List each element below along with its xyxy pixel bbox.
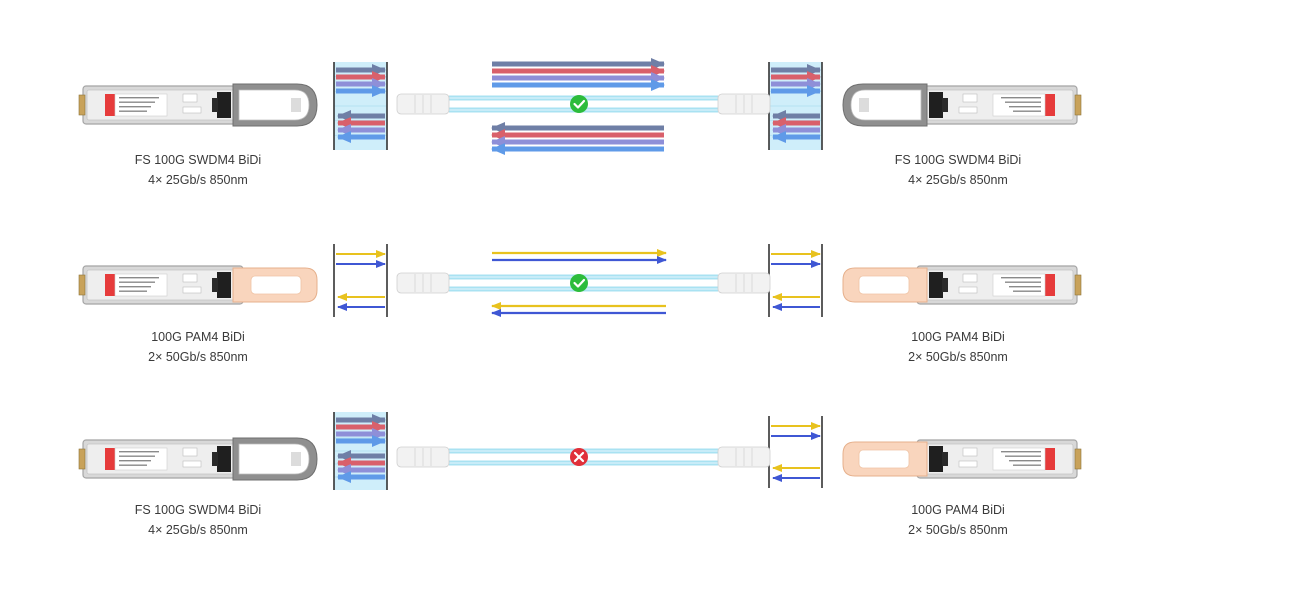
module-name: FS 100G SWDM4 BiDi	[134, 503, 262, 517]
edge-connector	[1074, 274, 1082, 296]
transceiver-module	[842, 83, 1082, 127]
compatible-check-icon	[570, 95, 588, 113]
swdm4-wavelength-panel	[333, 62, 388, 150]
latch-block	[929, 272, 943, 298]
signal-direction-arrows	[491, 58, 665, 155]
link-row-2	[78, 244, 1082, 317]
left-module-label: FS 100G SWDM4 BiDi 4× 25Gb/s 850nm	[78, 500, 318, 540]
link-row-1	[78, 58, 1082, 155]
transceiver-module	[78, 83, 318, 127]
edge-connector	[78, 274, 86, 296]
transceiver-module	[842, 439, 1082, 479]
red-label	[1045, 94, 1055, 116]
pam4-wavelength-panel	[768, 244, 823, 317]
link-row-3	[78, 412, 1082, 490]
latch-block	[217, 446, 231, 472]
edge-connector	[1074, 448, 1082, 470]
left-module-label: 100G PAM4 BiDi 2× 50Gb/s 850nm	[78, 327, 318, 367]
transceiver-module	[842, 265, 1082, 305]
incompatible-cross-icon	[570, 448, 588, 466]
right-module-label: 100G PAM4 BiDi 2× 50Gb/s 850nm	[838, 327, 1078, 367]
swdm4-wavelength-panel	[768, 62, 823, 150]
red-label	[105, 448, 115, 470]
module-spec: 4× 25Gb/s 850nm	[908, 173, 1008, 187]
compatible-check-icon	[570, 274, 588, 292]
red-label	[1045, 448, 1055, 470]
module-name: 100G PAM4 BiDi	[151, 330, 245, 344]
right-module-label: FS 100G SWDM4 BiDi 4× 25Gb/s 850nm	[838, 150, 1078, 190]
red-label	[105, 274, 115, 296]
signal-direction-arrows	[491, 249, 667, 317]
pam4-wavelength-panel	[768, 416, 823, 488]
module-name: 100G PAM4 BiDi	[911, 330, 1005, 344]
latch-block	[217, 92, 231, 118]
module-spec: 2× 50Gb/s 850nm	[908, 523, 1008, 537]
pam4-wavelength-panel	[333, 244, 388, 317]
right-module-label: 100G PAM4 BiDi 2× 50Gb/s 850nm	[838, 500, 1078, 540]
red-label	[105, 94, 115, 116]
edge-connector	[78, 94, 86, 116]
latch-block	[929, 92, 943, 118]
transceiver-module	[78, 437, 318, 481]
transceiver-module	[78, 265, 318, 305]
latch-block	[217, 272, 231, 298]
edge-connector	[78, 448, 86, 470]
module-name: 100G PAM4 BiDi	[911, 503, 1005, 517]
latch-block	[929, 446, 943, 472]
red-label	[1045, 274, 1055, 296]
module-spec: 2× 50Gb/s 850nm	[148, 350, 248, 364]
module-name: FS 100G SWDM4 BiDi	[894, 153, 1022, 167]
left-module-label: FS 100G SWDM4 BiDi 4× 25Gb/s 850nm	[78, 150, 318, 190]
edge-connector	[1074, 94, 1082, 116]
module-spec: 4× 25Gb/s 850nm	[148, 173, 248, 187]
module-spec: 2× 50Gb/s 850nm	[908, 350, 1008, 364]
swdm4-wavelength-panel	[333, 412, 388, 490]
module-spec: 4× 25Gb/s 850nm	[148, 523, 248, 537]
module-name: FS 100G SWDM4 BiDi	[134, 153, 262, 167]
